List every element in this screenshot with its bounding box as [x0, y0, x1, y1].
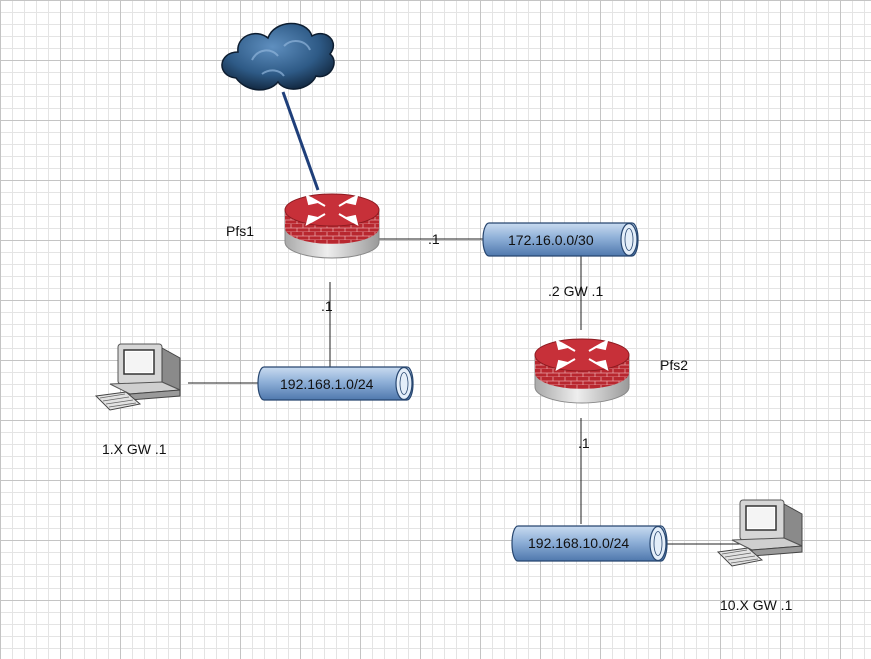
network-pipe-wan[interactable]: 172.16.0.0/30 — [482, 222, 639, 257]
network-label-lan2: 192.168.10.0/24 — [528, 535, 629, 551]
computer-label-pc1: 1.X GW .1 — [102, 441, 167, 457]
cloud-icon — [221, 22, 335, 91]
computer-icon[interactable] — [95, 343, 181, 411]
router-icon[interactable] — [284, 193, 380, 259]
network-label-lan1: 192.168.1.0/24 — [280, 376, 374, 392]
network-label-wan: 172.16.0.0/30 — [508, 232, 594, 248]
link-label-wan-pfs2: .2 GW .1 — [548, 283, 604, 299]
internet-link — [281, 91, 320, 191]
device-label-pfs1: Pfs1 — [226, 223, 255, 239]
link-label-pfs2-lan2: .1 — [578, 435, 590, 451]
device-label-pfs2: Pfs2 — [660, 357, 689, 373]
link-label-pfs1-wan: .1 — [428, 231, 440, 247]
link-label-pfs1-lan1: .1 — [321, 298, 333, 314]
network-pipe-lan2[interactable]: 192.168.10.0/24 — [511, 525, 668, 562]
network-pipe-lan1[interactable]: 192.168.1.0/24 — [257, 366, 414, 401]
computer-icon[interactable] — [717, 499, 803, 567]
router-icon[interactable] — [534, 338, 630, 404]
computer-label-pc2: 10.X GW .1 — [720, 597, 793, 613]
